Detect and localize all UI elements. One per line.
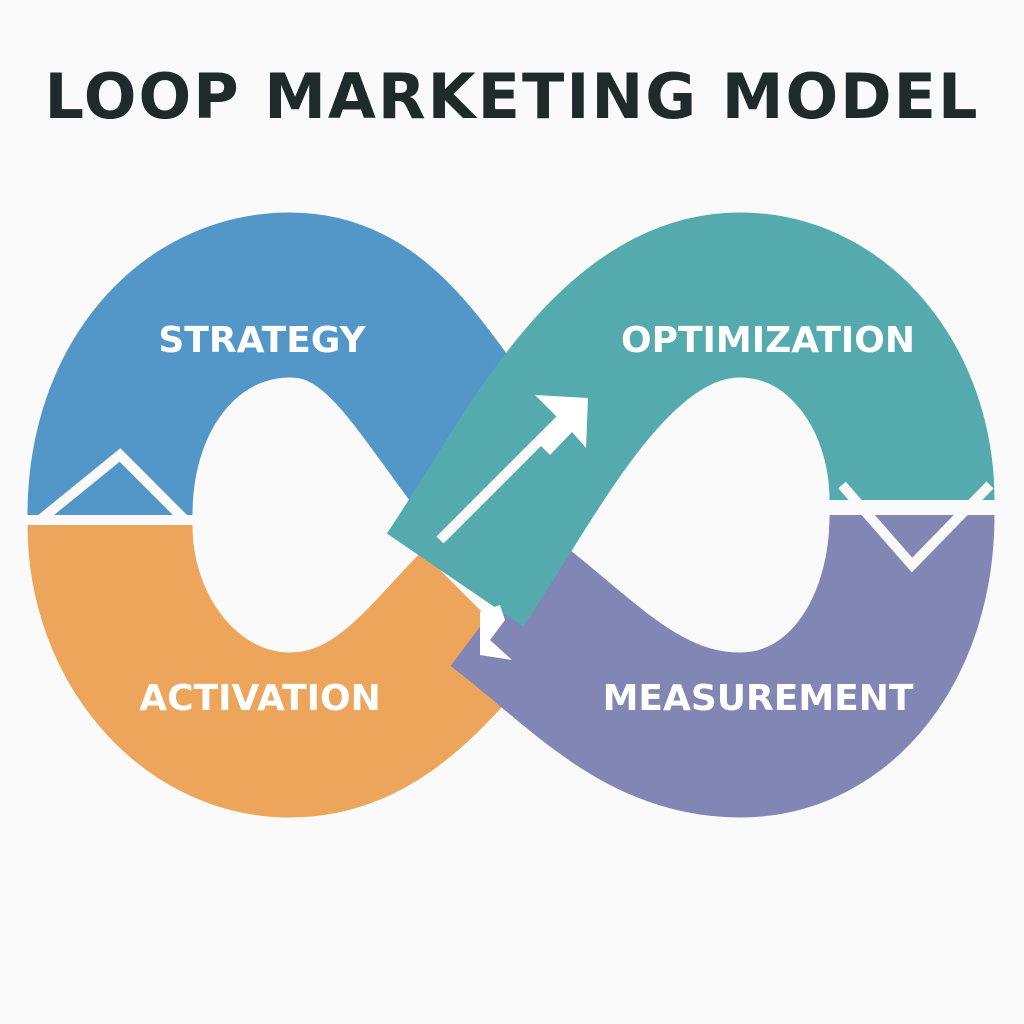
label-optimization: OPTIMIZATION: [621, 320, 915, 361]
arrow-left-icon: [480, 605, 512, 660]
strategy-segment: [27, 212, 556, 521]
label-activation: ACTIVATION: [139, 678, 380, 719]
measurement-segment: [449, 512, 995, 818]
arrow-up-right-icon: [535, 395, 588, 455]
separator-left: [36, 448, 189, 524]
label-strategy: STRATEGY: [158, 320, 366, 361]
activation-segment: [27, 522, 539, 818]
diagram-title: LOOP MARKETING MODEL: [44, 60, 980, 133]
label-measurement: MEASUREMENT: [603, 678, 914, 719]
optimization-segment: [386, 212, 995, 627]
separator-right: [838, 481, 994, 573]
separator-center: [436, 416, 564, 544]
